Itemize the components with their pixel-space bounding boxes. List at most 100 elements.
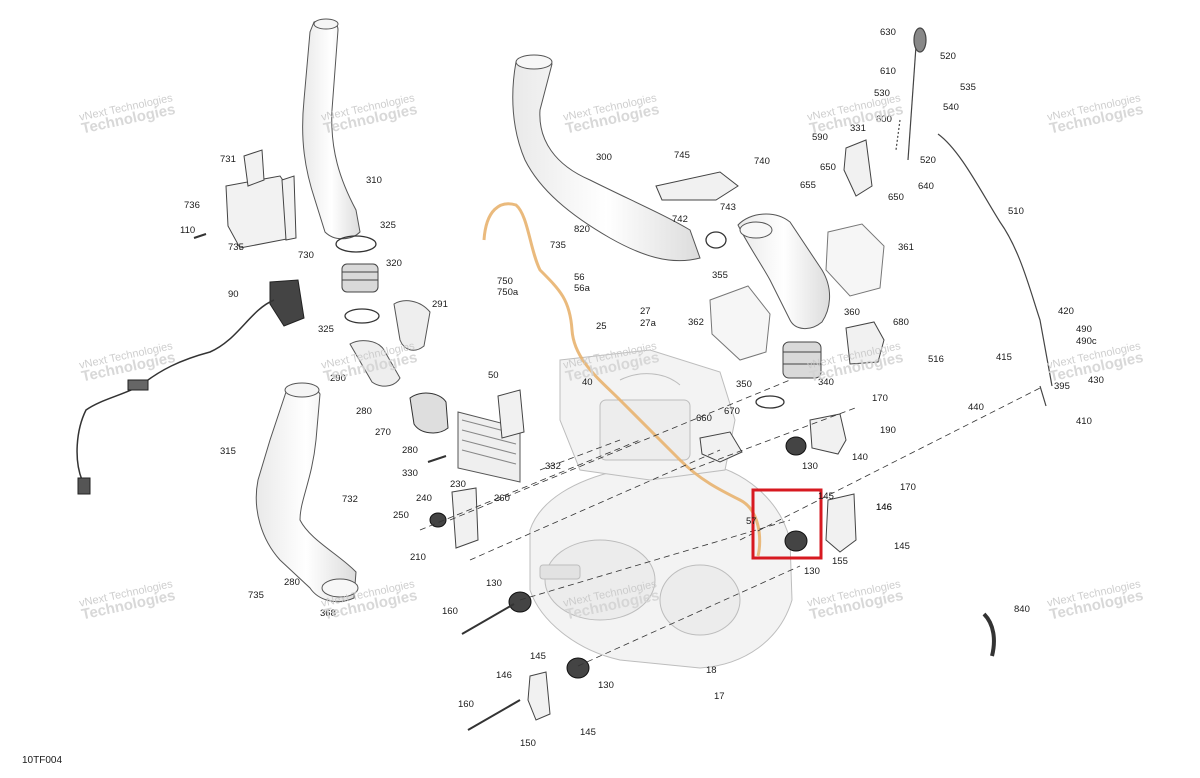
throttle-linkage: [895, 27, 1053, 407]
part-label-p520b: 520: [920, 155, 936, 166]
part-label-p332: 332: [545, 461, 561, 472]
part-label-p170a: 170: [872, 393, 888, 404]
part-label-p130a: 130: [802, 461, 818, 472]
part-label-p650b: 650: [888, 192, 904, 203]
part-label-p325a: 325: [380, 220, 396, 231]
bolts: [193, 233, 521, 731]
part-label-p160a: 160: [442, 606, 458, 617]
part-label-p315: 315: [220, 446, 236, 457]
part-label-p146a: 146: [876, 502, 892, 513]
part-label-p630: 630: [880, 27, 896, 38]
part-label-p240: 240: [416, 493, 432, 504]
part-label-p145d: 145: [580, 727, 596, 738]
shield-361: [825, 223, 885, 297]
part-label-p260: 260: [494, 493, 510, 504]
bracket-230: [451, 487, 479, 549]
bracket-730: [225, 149, 297, 249]
shield-362: [709, 285, 771, 361]
part-label-p325b: 325: [318, 324, 334, 335]
part-label-p745: 745: [674, 150, 690, 161]
part-label-p330: 330: [402, 468, 418, 479]
part-label-p730: 730: [298, 250, 314, 261]
part-label-p280b: 280: [402, 445, 418, 456]
part-label-p680: 680: [893, 317, 909, 328]
part-label-p160b: 160: [458, 699, 474, 710]
part-label-p350: 350: [736, 379, 752, 390]
part-label-p490c: 490c: [1076, 336, 1097, 347]
part-label-p650a: 650: [820, 162, 836, 173]
part-label-p145b: 145: [894, 541, 910, 552]
filter-320: [341, 263, 379, 293]
part-label-p590: 590: [812, 132, 828, 143]
part-label-p300: 300: [596, 152, 612, 163]
part-label-p145a: 145: [818, 491, 834, 502]
part-label-p361: 361: [898, 242, 914, 253]
part-label-p670: 670: [724, 406, 740, 417]
part-label-p310: 310: [366, 175, 382, 186]
part-label-p735c: 735: [550, 240, 566, 251]
part-label-p368: 368: [320, 608, 336, 619]
bracket-740: [655, 171, 739, 201]
part-label-p280a: 280: [356, 406, 372, 417]
part-label-p490: 490: [1076, 324, 1092, 335]
part-label-p280c: 280: [284, 577, 300, 588]
part-label-p820: 820: [574, 224, 590, 235]
part-label-p50: 50: [488, 370, 499, 381]
part-label-p731: 731: [220, 154, 236, 165]
part-label-p90: 90: [228, 289, 239, 300]
clamps: [335, 231, 785, 409]
part-label-p420: 420: [1058, 306, 1074, 317]
intake-tube-310: [302, 18, 361, 240]
part-label-p610: 610: [880, 66, 896, 77]
part-label-p732: 732: [342, 494, 358, 505]
part-label-p40: 40: [582, 377, 593, 388]
part-label-p230: 230: [450, 479, 466, 490]
part-label-p155: 155: [832, 556, 848, 567]
assembly-lines: [419, 379, 1041, 667]
part-label-p146b: 146: [876, 502, 892, 513]
part-label-p355: 355: [712, 270, 728, 281]
part-label-p395: 395: [1054, 381, 1070, 392]
part-label-p27: 27: [640, 306, 651, 317]
part-label-p742: 742: [672, 214, 688, 225]
intake-tube-300: [512, 54, 701, 262]
part-label-p170b: 170: [900, 482, 916, 493]
part-label-p516: 516: [928, 354, 944, 365]
hose-270: [409, 392, 449, 434]
part-label-p57: 57: [746, 516, 757, 527]
bracket-680: [845, 321, 885, 365]
part-label-p530: 530: [874, 88, 890, 99]
part-label-p56: 56: [574, 272, 585, 283]
intake-tube-315: [255, 382, 359, 603]
part-label-p660: 660: [696, 413, 712, 424]
hose-291: [393, 300, 431, 351]
part-label-p320: 320: [386, 258, 402, 269]
harness-750: [482, 202, 762, 557]
part-label-p736: 736: [184, 200, 200, 211]
highlight-box: [751, 488, 823, 560]
part-label-p110: 110: [180, 225, 195, 236]
part-label-p150: 150: [520, 738, 536, 749]
intake-tube-360: [737, 213, 830, 329]
part-label-p210: 210: [410, 552, 426, 563]
part-label-p540: 540: [943, 102, 959, 113]
part-label-p410: 410: [1076, 416, 1092, 427]
part-label-p130d: 130: [598, 680, 614, 691]
hose-840: [982, 612, 996, 657]
part-label-p291: 291: [432, 299, 448, 310]
bracket-140: [809, 413, 847, 455]
part-label-p430: 430: [1088, 375, 1104, 386]
part-label-p130b: 130: [804, 566, 820, 577]
part-label-p17: 17: [714, 691, 725, 702]
part-label-p440: 440: [968, 402, 984, 413]
part-label-p290: 290: [330, 373, 346, 384]
engine-mounts: [429, 436, 808, 679]
actuator-90: [76, 279, 305, 495]
part-label-p340: 340: [818, 377, 834, 388]
part-label-p145c: 145: [530, 651, 546, 662]
part-label-p360: 360: [844, 307, 860, 318]
part-label-p18: 18: [706, 665, 717, 676]
part-label-p740: 740: [754, 156, 770, 167]
part-label-p510: 510: [1008, 206, 1024, 217]
